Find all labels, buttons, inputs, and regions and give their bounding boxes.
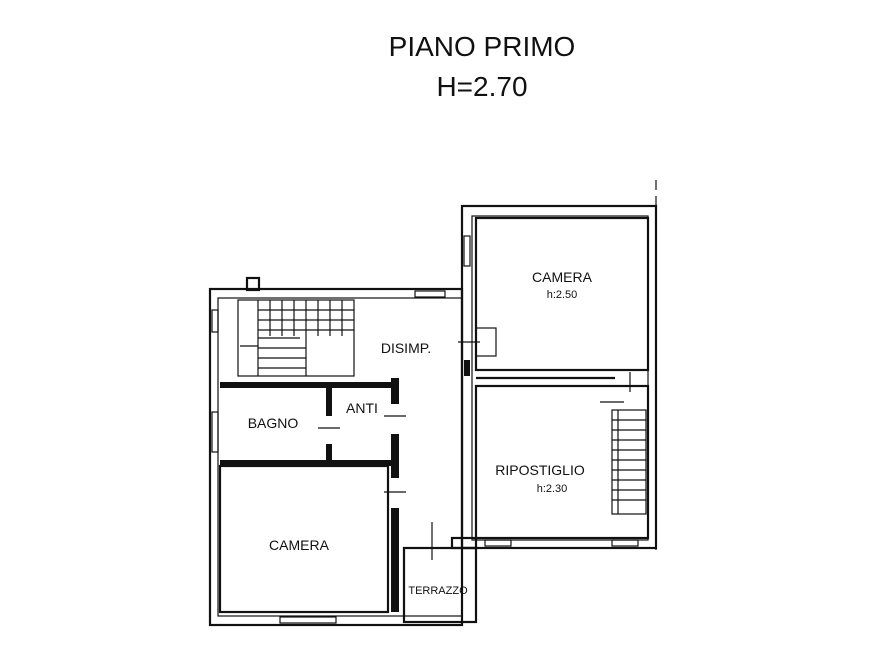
plan-title: PIANO PRIMO	[389, 31, 576, 62]
window-camera-bottom	[279, 616, 337, 624]
ripostiglio-walls	[474, 384, 650, 540]
window-rip-2	[611, 539, 639, 547]
room-height-ripostiglio: h:2.30	[537, 483, 568, 495]
camera-top-walls	[474, 216, 650, 372]
room-height-camera-top: h:2.50	[547, 289, 578, 301]
plan-height: H=2.70	[436, 71, 527, 102]
window-top	[414, 290, 446, 298]
window-left-2	[211, 411, 219, 453]
room-label-disimp: DISIMP.	[381, 340, 431, 356]
window-camera-top	[463, 235, 471, 267]
window-left-1	[211, 309, 219, 333]
walls	[208, 180, 658, 627]
terrazzo-walls	[402, 546, 478, 624]
staircase-right	[600, 372, 647, 515]
room-label-ripostiglio: RIPOSTIGLIO	[495, 462, 585, 478]
window-rip-1	[484, 539, 512, 547]
camera-bottom-walls	[218, 464, 390, 614]
staircase-left	[237, 299, 355, 377]
chimney	[245, 276, 261, 292]
room-label-terrazzo: TERRAZZO	[408, 585, 468, 597]
room-label-anti: ANTI	[346, 400, 378, 416]
inner-wall-right	[471, 215, 649, 541]
room-label-camera-top: CAMERA	[532, 269, 593, 285]
room-label-camera-bottom: CAMERA	[269, 537, 330, 553]
room-label-bagno: BAGNO	[248, 415, 299, 431]
